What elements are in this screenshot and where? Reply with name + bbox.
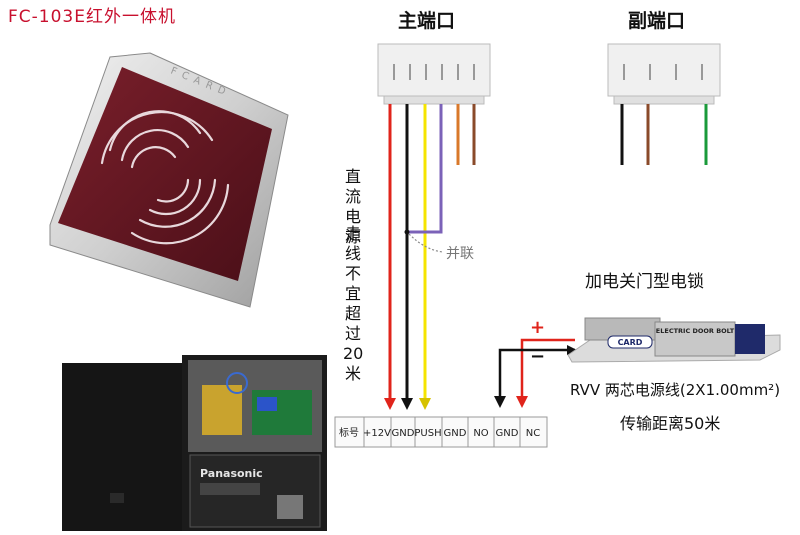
cable-distance: 传输距离50米	[620, 414, 721, 433]
power-note-line2: 电源	[344, 207, 361, 246]
power-note-line6: 20米	[343, 344, 364, 383]
lock-plus-sign: +	[530, 317, 545, 338]
electric-lock-image: ELECTRIC DOOR BOLT CARD	[567, 317, 781, 363]
terminal-label-3: PUSH	[414, 428, 441, 439]
terminal-label-1: +12V	[363, 428, 391, 439]
lock-plate-label: ELECTRIC DOOR BOLT	[656, 327, 735, 335]
main-port-connector	[377, 43, 491, 105]
card-reader-image: FCARD	[49, 52, 289, 308]
power-note-line3: 走线	[344, 224, 361, 263]
power-supply-box-image: Panasonic	[62, 355, 327, 531]
terminal-label-0: 标号	[339, 427, 359, 439]
aux-port-title: 副端口	[628, 10, 686, 32]
power-note-line5: 超过	[344, 304, 361, 343]
battery-brand: Panasonic	[200, 467, 263, 480]
lock-title: 加电关门型电锁	[585, 272, 704, 292]
lock-brand: CARD	[618, 338, 643, 347]
main-port-title: 主端口	[398, 10, 456, 32]
terminal-label-6: GND	[496, 428, 519, 439]
power-note-line4: 不宜	[344, 264, 361, 303]
terminal-label-7: NC	[526, 428, 540, 439]
main-port-wires	[388, 104, 476, 400]
aux-port-connector	[607, 43, 721, 105]
terminal-label-4: GND	[444, 428, 467, 439]
terminal-block: 标号 +12V GND PUSH GND NO GND NC	[334, 416, 548, 448]
power-note-line1: 直流	[344, 167, 361, 206]
parallel-label: 并联	[446, 246, 474, 262]
aux-port-wires	[620, 104, 708, 165]
lock-minus-sign: −	[530, 346, 545, 367]
terminal-label-2: GND	[392, 428, 415, 439]
terminal-label-5: NO	[473, 428, 488, 439]
device-title: FC-103E红外一体机	[8, 7, 176, 27]
cable-spec: RVV 两芯电源线(2X1.00mm²)	[570, 381, 781, 399]
